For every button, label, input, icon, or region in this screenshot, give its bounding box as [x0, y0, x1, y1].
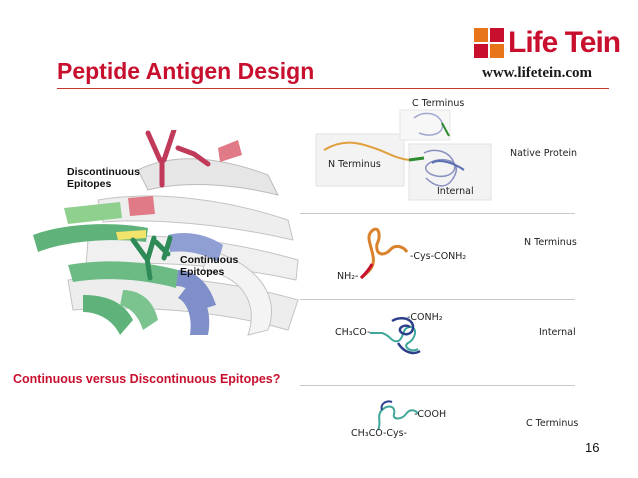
row2-right-text: -CONH₂	[407, 312, 443, 323]
lifetein-logo-mark	[474, 28, 506, 60]
native-internal-label: Internal	[437, 186, 474, 197]
discontinuous-label-line1: Discontinuous	[67, 166, 140, 178]
discontinuous-label-line2: Epitopes	[67, 178, 140, 190]
row-separator	[300, 299, 575, 300]
logo-url: www.lifetein.com	[482, 65, 592, 82]
discontinuous-epitopes-label: Discontinuous Epitopes	[67, 166, 140, 190]
slide-title: Peptide Antigen Design	[57, 58, 314, 85]
row-separator	[300, 213, 575, 214]
row2-left-text: CH₃CO-	[335, 327, 370, 338]
native-n-terminus-label: N Terminus	[328, 159, 381, 170]
continuous-label-line1: Continuous	[180, 254, 238, 266]
row-separator	[300, 385, 575, 386]
native-protein-side-label: Native Protein	[510, 148, 577, 159]
row3-side-label: C Terminus	[526, 418, 578, 429]
row3-left-text: CH₃CO-Cys-	[351, 428, 407, 439]
row1-right-text: -Cys-CONH₂	[410, 251, 466, 262]
continuous-epitopes-label: Continuous Epitopes	[180, 254, 238, 278]
logo-text: Life Tein	[508, 26, 620, 60]
n-terminus-peptide-figure	[355, 226, 415, 284]
row1-side-label: N Terminus	[524, 237, 577, 248]
slide-question: Continuous versus Discontinuous Epitopes…	[13, 372, 280, 386]
native-c-terminus-label: C Terminus	[412, 98, 464, 109]
protein-ribbon-figure	[28, 130, 318, 350]
title-underline	[57, 88, 609, 89]
row2-side-label: Internal	[539, 327, 576, 338]
continuous-label-line2: Epitopes	[180, 266, 238, 278]
row1-left-text: NH₂-	[337, 271, 359, 282]
row3-right-text: -COOH	[414, 409, 446, 420]
page-number: 16	[585, 440, 599, 455]
